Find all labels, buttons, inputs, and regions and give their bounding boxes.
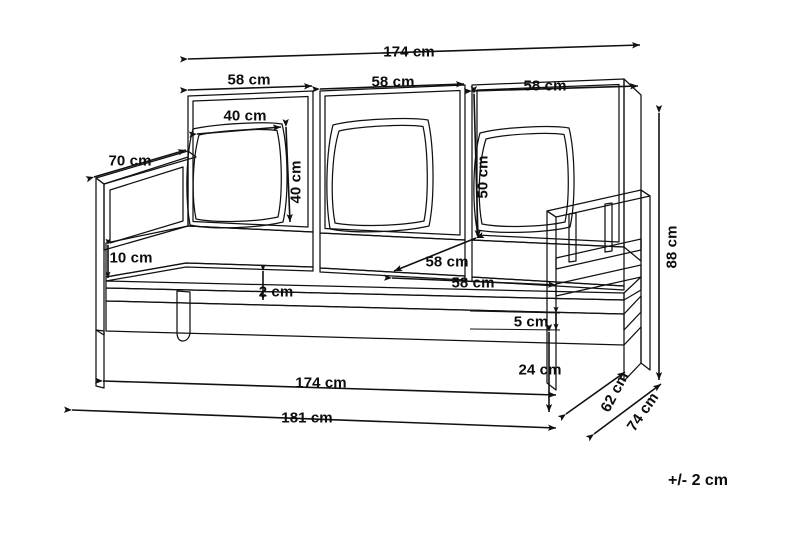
tolerance-note: +/- 2 cm <box>668 472 729 489</box>
dimension-label-seat-10: 10 cm <box>109 249 153 267</box>
dimension-label-depth-58a: 58 cm <box>425 253 469 271</box>
dim-line-arm-70 <box>85 149 187 183</box>
leader-5-top <box>469 310 561 314</box>
dim-line-seg2-58 <box>311 81 465 93</box>
dimension-label-cushion-40w: 40 cm <box>223 107 267 125</box>
dim-line-depth-58a <box>393 232 485 272</box>
dim-line-cushion-40w <box>188 124 282 138</box>
dimension-label-leg-24: 24 cm <box>518 361 562 379</box>
dimension-label-height-88: 88 cm <box>663 225 681 269</box>
dim-line-cushion-40h <box>282 118 293 223</box>
dimension-label-seg3-58: 58 cm <box>523 77 567 95</box>
dim-line-top-174 <box>179 42 641 63</box>
leader-5-bot <box>469 328 561 331</box>
dim-line-frame-174 <box>94 377 557 398</box>
dimension-label-back-50: 50 cm <box>474 155 492 199</box>
dim-line-overall-181 <box>63 406 557 431</box>
dimension-label-cushion-40h: 40 cm <box>287 160 305 204</box>
sofa-outline <box>95 78 651 391</box>
dimension-label-seg1-58: 58 cm <box>227 71 271 89</box>
dim-line-depth-74 <box>585 383 662 442</box>
dim-line-back-50 <box>470 85 481 239</box>
dimension-label-arm-70: 70 cm <box>108 152 152 170</box>
dimension-label-top-174: 174 cm <box>383 43 435 61</box>
dimension-label-gap-2: 2 cm <box>258 283 294 301</box>
dimension-label-depth-58b: 58 cm <box>451 274 495 292</box>
dimension-lines <box>63 42 663 442</box>
dimension-label-overall-181: 181 cm <box>281 409 333 427</box>
dim-line-seg3-58 <box>463 83 639 95</box>
dimension-label-seg2-58: 58 cm <box>371 73 415 91</box>
dimension-label-rail-5: 5 cm <box>513 313 549 331</box>
dim-line-depth-58b <box>383 274 557 288</box>
dimension-label-frame-174: 174 cm <box>295 374 347 392</box>
dim-line-seg1-58 <box>179 83 313 94</box>
